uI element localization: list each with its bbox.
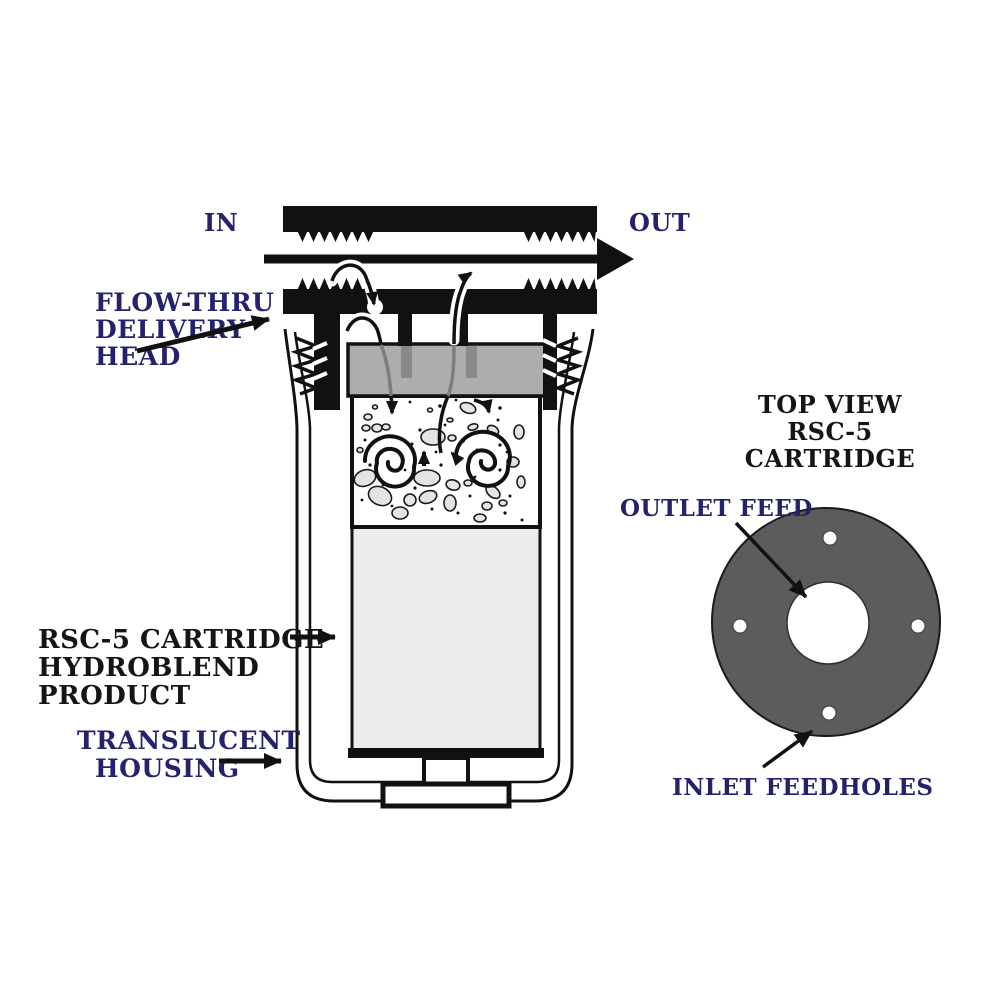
housing-base — [380, 781, 512, 809]
top-view-title-line2: RSC-5 — [787, 417, 873, 446]
top-view-title-line3: CARTRIDGE — [745, 444, 915, 473]
inlet-feedholes — [732, 530, 926, 721]
neck-threads-left — [290, 336, 322, 396]
neck-threads-right — [552, 336, 584, 396]
thread-nicks — [312, 338, 557, 381]
uplift-arrow — [450, 451, 465, 466]
cartridge-foot — [422, 756, 470, 786]
main-flow-arrow — [264, 238, 634, 280]
out-label: OUT — [629, 208, 690, 237]
chamber-flow-arrows — [418, 398, 493, 466]
cartridge-cap — [346, 342, 550, 398]
pipe-thread-teeth-left — [297, 230, 374, 242]
pipe-top-wall — [283, 206, 597, 232]
top-view-title-line1: TOP VIEW — [758, 390, 903, 419]
inlet-curve-into-chamber — [385, 395, 398, 415]
svg-text:FLOW-THRU: FLOW-THRU — [95, 288, 274, 317]
outlet-flow-through-cap — [446, 344, 456, 397]
svg-text:HEAD: HEAD — [95, 342, 181, 371]
housing-label: TRANSLUCENT HOUSING — [77, 726, 301, 783]
pipe-thread-teeth-right — [523, 230, 596, 242]
in-label: IN — [204, 208, 238, 237]
rsc5-cartridge — [348, 394, 544, 809]
svg-text:HOUSING: HOUSING — [95, 754, 240, 783]
inlet-flow-through-cap — [379, 344, 393, 397]
cartridge-bottom-plate — [348, 748, 544, 758]
outlet-feed-label: OUTLET FEED — [620, 495, 813, 522]
housing-outer-wall — [283, 328, 595, 803]
flow-thru-head-label: FLOW-THRU DELIVERY HEAD — [95, 288, 274, 371]
cap-feed-tube-right — [466, 346, 477, 378]
head-collar-leg-right — [543, 312, 557, 410]
cartridge-label: RSC-5 CARTRIDGE HYDROBLEND PRODUCT — [38, 625, 336, 711]
flow-thru-delivery-head — [264, 206, 634, 410]
outlet-curve-upper — [452, 271, 473, 345]
main-flow-arrowhead — [597, 238, 634, 280]
inlet-feedholes-label: INLET FEEDHOLES — [672, 774, 934, 801]
top-view-diagram: TOP VIEW RSC-5 CARTRIDGE OUTLET FEED INL… — [620, 390, 941, 801]
hydroblend-product-block — [350, 525, 542, 752]
cap-feed-tube-left — [401, 346, 412, 378]
svg-text:PRODUCT: PRODUCT — [38, 681, 191, 711]
inlet-curve-into-cap — [345, 316, 383, 345]
right-down-flow-arrow — [473, 398, 493, 414]
inlet-feedholes-pointer-arrow — [761, 729, 814, 769]
cap-body — [346, 342, 550, 398]
svg-text:TRANSLUCENT: TRANSLUCENT — [77, 726, 301, 755]
head-tee-stem-left — [398, 302, 412, 346]
flow-curves — [326, 259, 479, 454]
flow-thru-pointer-arrow — [136, 315, 270, 354]
outlet-curve-chamber — [437, 395, 450, 454]
outlet-feed-hole — [786, 581, 870, 665]
head-thread-teeth-right — [523, 278, 596, 291]
svg-text:HYDROBLEND: HYDROBLEND — [38, 653, 259, 683]
svg-text:RSC-5 CARTRIDGE: RSC-5 CARTRIDGE — [38, 625, 324, 655]
swirl-eddies — [362, 429, 512, 489]
inlet-curve-upper — [330, 263, 378, 306]
outlet-feed-pointer-arrow — [734, 521, 808, 599]
